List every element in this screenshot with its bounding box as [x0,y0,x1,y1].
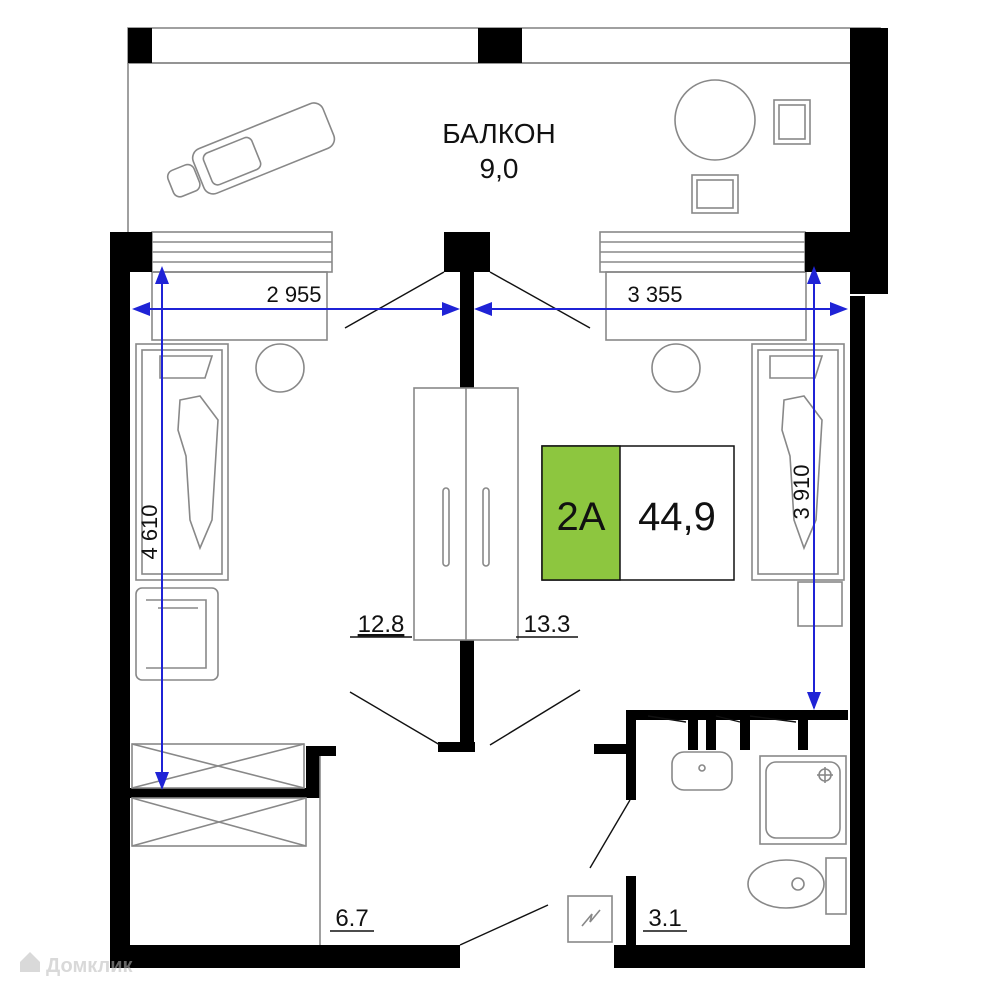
round-stool-icon [651,343,701,393]
dimension-left-depth: 4 610 [137,504,162,559]
watermark-text: Домклик [46,955,133,977]
bathroom [567,751,847,943]
bed-icon [751,343,845,581]
storage-shelf-upper [131,743,305,789]
chair-icon [691,174,739,214]
electrical-panel-icon [567,895,613,943]
storage-shelf-lower [131,797,307,847]
nightstand-icon [797,581,843,627]
window-right [599,231,807,341]
apartment-type: 2А [557,495,606,539]
dimension-right-width: 3 355 [627,282,682,307]
wardrobe-icon [413,387,519,641]
round-stool-icon [255,343,305,393]
armchair-icon [135,587,219,681]
chair-icon [773,99,811,145]
furniture-left-room [135,343,519,681]
window-left [151,231,333,341]
balcony-area: 9,0 [480,153,519,184]
sun-lounger-icon [166,102,336,198]
apartment-type-tile [541,445,621,581]
hallway-area: 6.7 [335,905,368,932]
door-swings [344,271,797,946]
dimension-right-depth: 3 910 [789,464,814,519]
room-right-area: 13.3 [524,611,571,638]
sink-icon [671,751,733,791]
bed-icon [135,343,229,581]
round-table-icon [674,79,756,161]
house-logo-icon [20,952,40,972]
apartment-badge: 2А 44,9 [541,445,735,581]
apartment-area: 44,9 [638,495,716,539]
room-left-area: 12.8 [358,611,405,638]
dimension-lines: 2 955 3 355 4 610 3 910 [132,266,848,790]
balcony: БАЛКОН 9,0 [127,27,888,294]
watermark: Домклик [20,952,133,977]
bathroom-area: 3.1 [648,905,681,932]
balcony-name: БАЛКОН [442,118,555,149]
toilet-icon [747,857,847,915]
dimension-left-width: 2 955 [266,282,321,307]
shower-icon [759,755,847,845]
room-areas: 12.8 13.3 6.7 3.1 [330,611,687,932]
